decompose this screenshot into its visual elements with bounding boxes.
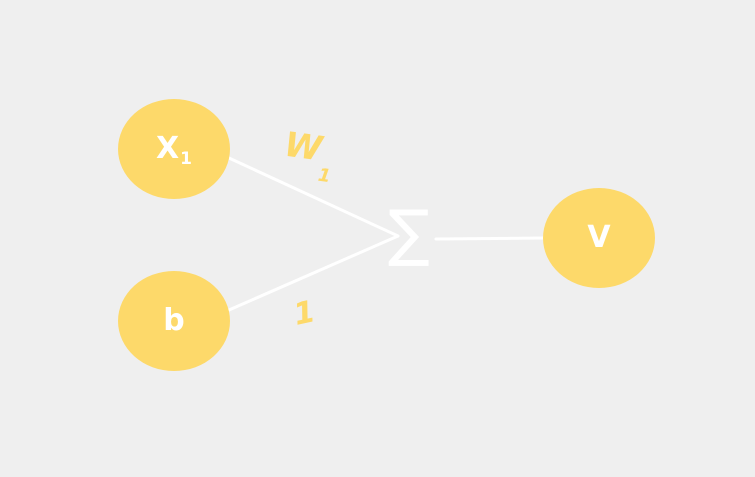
weight-label-w1: W1: [281, 124, 337, 187]
node-b-label: b: [163, 303, 185, 338]
node-x1-label: X: [156, 131, 180, 166]
node-v-label: V: [587, 220, 611, 255]
weight-w1-text: W: [281, 124, 325, 170]
output-node-v: V: [543, 188, 655, 288]
edge-sum-to-v: [434, 236, 547, 241]
node-x1-subscript: 1: [180, 148, 192, 169]
bias-node-b: b: [118, 271, 230, 371]
summation-symbol: ∑: [388, 196, 430, 269]
edge-x1-to-sum: [227, 156, 400, 238]
edge-b-to-sum: [227, 234, 400, 312]
